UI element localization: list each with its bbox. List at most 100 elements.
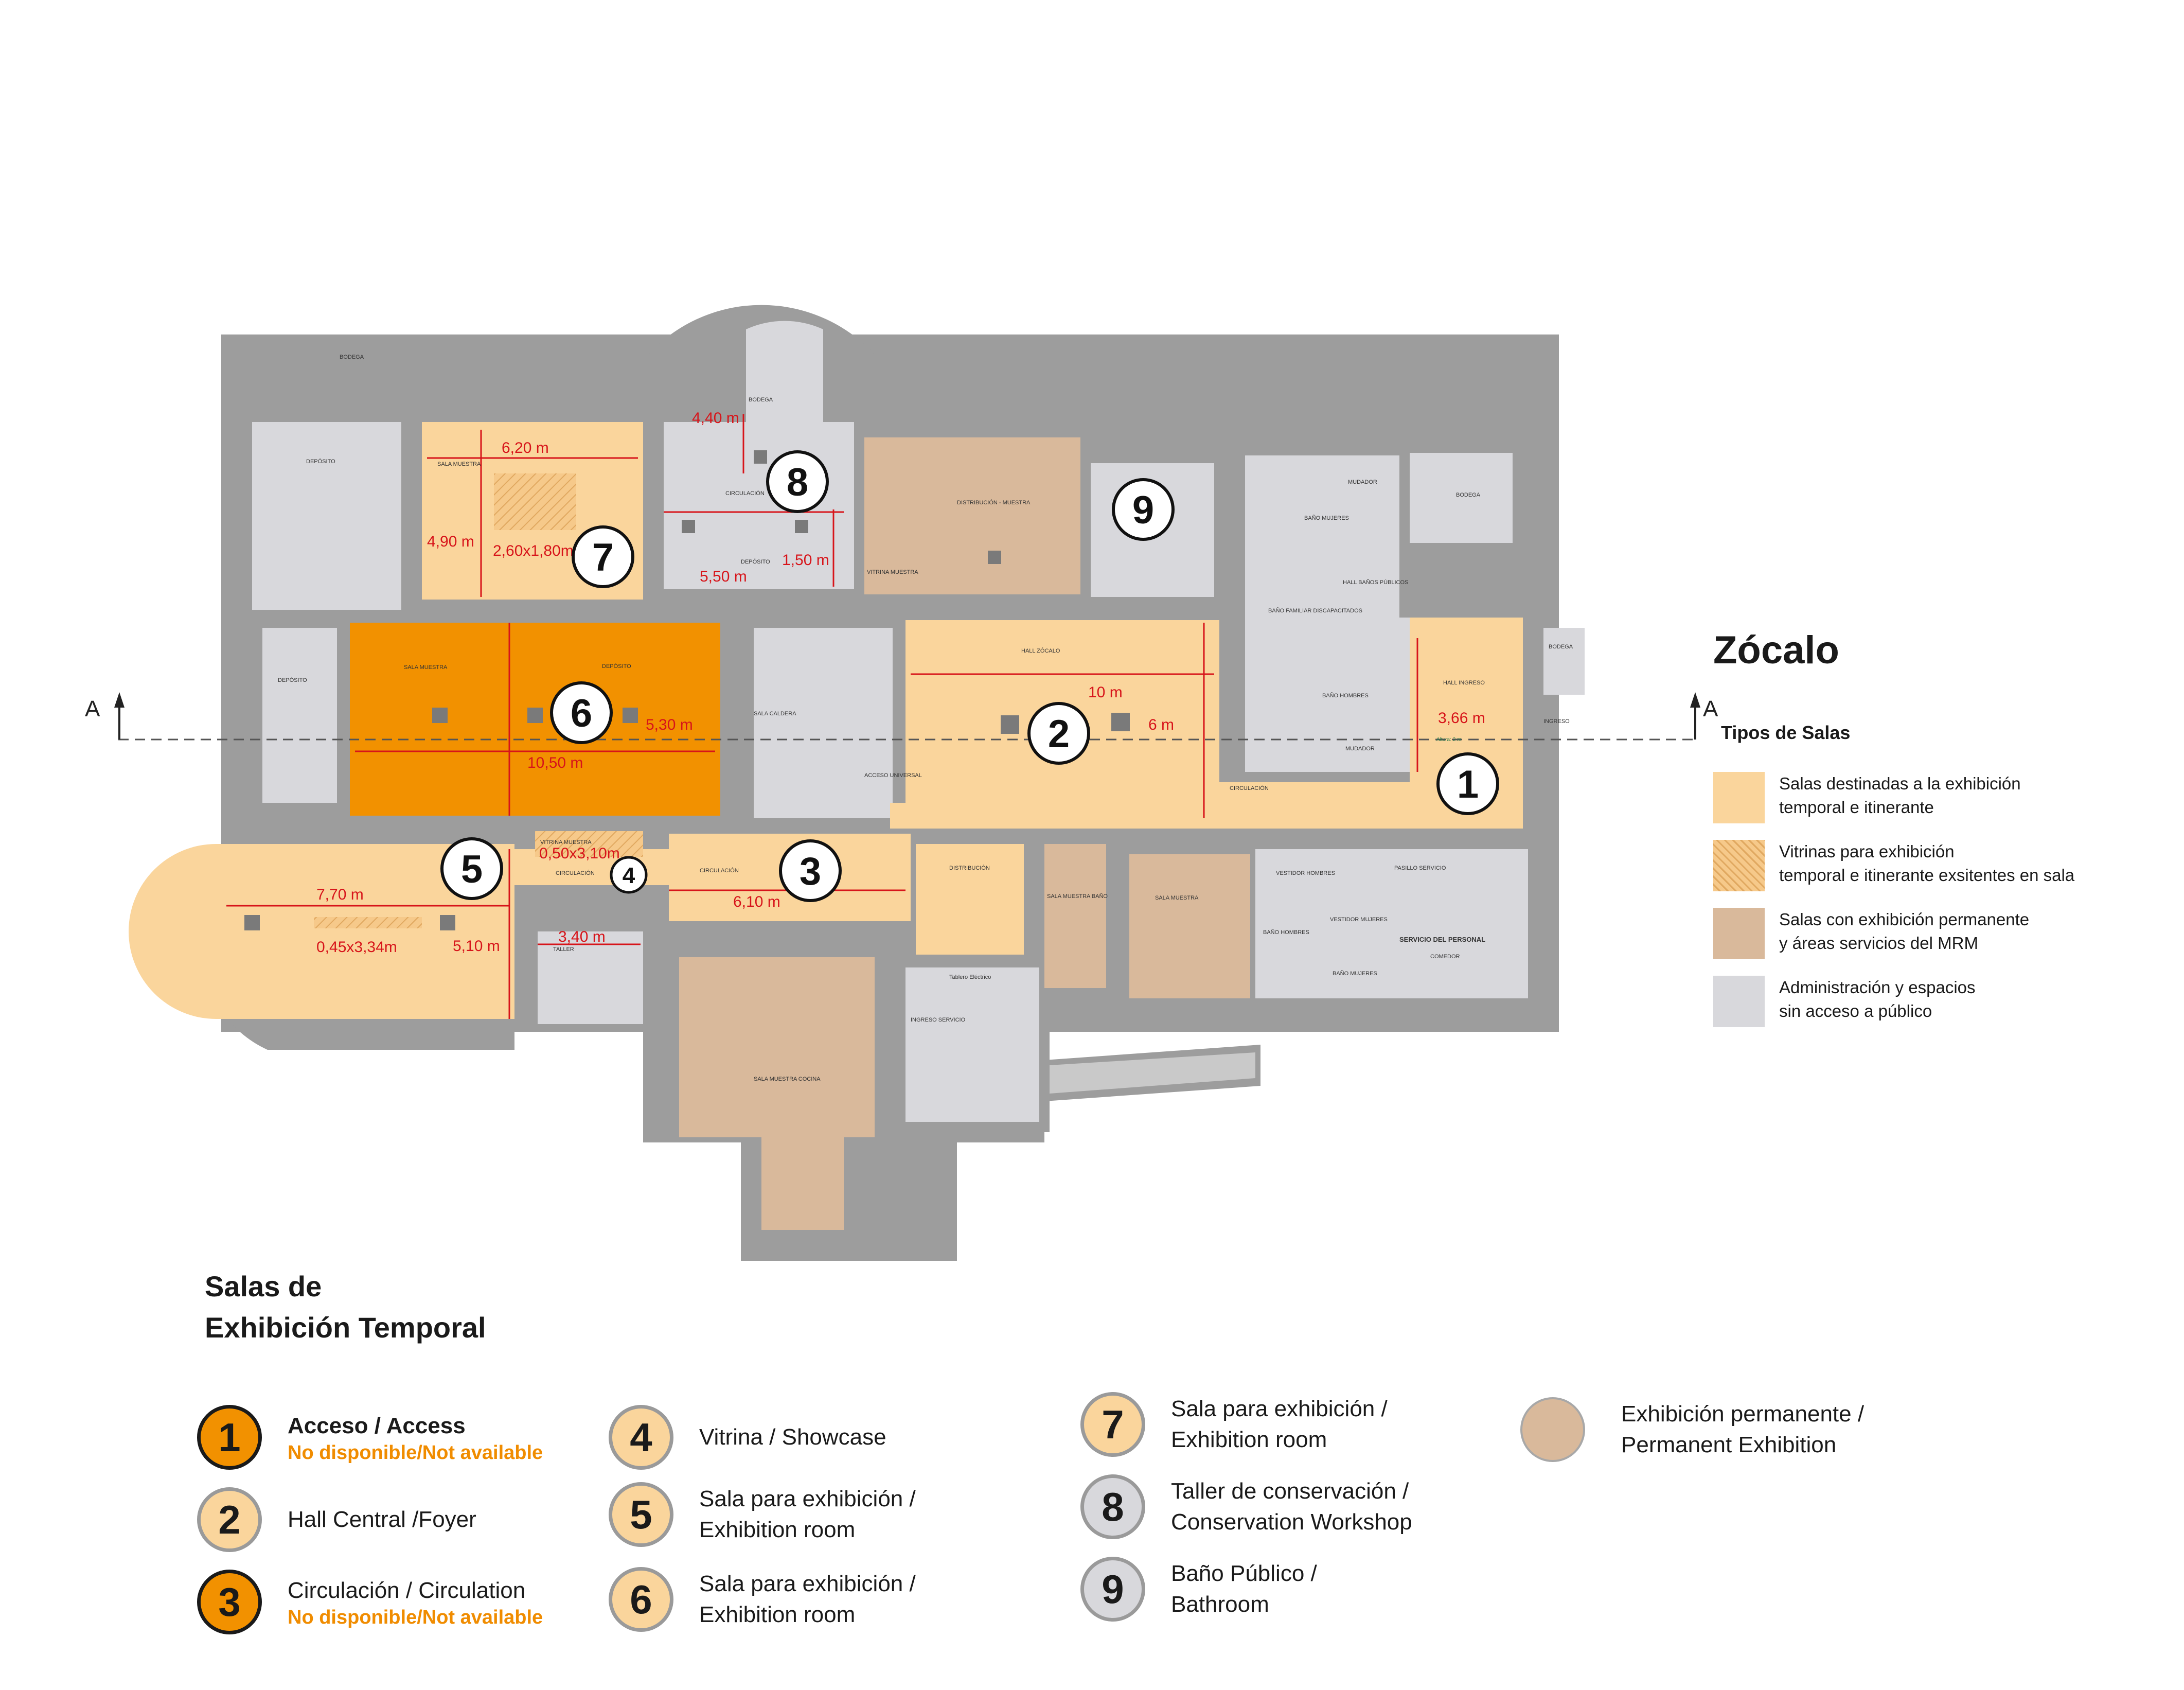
legend-badge: 8 xyxy=(1080,1474,1145,1539)
dimension-label: 0,45x3,34m xyxy=(316,939,397,956)
legend-text: Baño Público / xyxy=(1171,1561,1317,1586)
room-label: Tablero Eléctrico xyxy=(949,974,991,980)
room-number: 3 xyxy=(800,850,821,893)
room-label: BAÑO HOMBRES xyxy=(1322,692,1369,699)
section-line xyxy=(114,692,1700,741)
dimension-label: 5,50 m xyxy=(700,568,747,585)
room-label: INGRESO xyxy=(1543,718,1570,725)
dimension-label: 10 m xyxy=(1088,684,1123,701)
admin-swatch xyxy=(1713,976,1765,1027)
temporal-swatch xyxy=(1713,772,1765,823)
showcase-swatch xyxy=(1713,840,1765,891)
room-label: HALL INGRESO xyxy=(1443,680,1485,686)
legend-text: Sala para exhibición / xyxy=(699,1571,916,1596)
legend-badge: 7 xyxy=(1080,1392,1145,1457)
dimension-label: 5,30 m xyxy=(646,716,693,733)
legend-text: Exhibition room xyxy=(699,1602,856,1627)
room-label: ACCESO UNIVERSAL xyxy=(864,772,922,779)
room-label: VESTIDOR MUJERES xyxy=(1330,917,1388,923)
legend-badge: 2 xyxy=(197,1487,262,1552)
dimension-label: 3,40 m xyxy=(558,928,606,945)
room-label: SALA MUESTRA xyxy=(437,461,481,467)
room-label: BODEGA xyxy=(1549,644,1573,650)
room-number: 7 xyxy=(592,536,614,579)
room-label: DEPÓSITO xyxy=(306,458,335,465)
legend-badge: 3 xyxy=(197,1570,262,1634)
room-number: 4 xyxy=(623,863,635,888)
permanent-rooms xyxy=(679,437,1250,1230)
legend-not-available: No disponible/Not available xyxy=(288,1442,543,1464)
room-label: VESTIDOR HOMBRES xyxy=(1276,870,1335,876)
room-label: BAÑO FAMILIAR DISCAPACITADOS xyxy=(1268,607,1362,614)
room-label: DEPÓSITO xyxy=(602,663,631,670)
room-label: VITRINA MUESTRA xyxy=(867,569,918,575)
room-label: VITRINA MUESTRA xyxy=(540,839,592,846)
legend-text: Exhibition room xyxy=(1171,1427,1327,1452)
level-title: Zócalo xyxy=(1713,628,1839,672)
room-type-label: Salas destinadas a la exhibición tempora… xyxy=(1779,774,2021,817)
room-label: DEPÓSITO xyxy=(741,558,770,565)
legend-item-1: 1 Acceso / Access No disponible/Not avai… xyxy=(197,1405,543,1470)
legend-text: Taller de conservación / xyxy=(1171,1478,1409,1504)
room-number: 2 xyxy=(1048,712,1070,756)
section-marker-left: A xyxy=(85,696,100,721)
room-label: CIRCULACIÓN xyxy=(556,870,595,876)
room-label: CIRCULACIÓN xyxy=(1230,785,1269,791)
dimension-label: 7,70 m xyxy=(316,886,364,903)
dimension-label: 6,10 m xyxy=(733,893,780,910)
room-label: SALA MUESTRA COCINA xyxy=(754,1076,821,1082)
room-label: BAÑO MUJERES xyxy=(1304,515,1349,521)
legend-title-line1: Salas de xyxy=(205,1270,322,1302)
legend-text: Vitrina / Showcase xyxy=(699,1424,886,1450)
room-label: BODEGA xyxy=(340,354,364,360)
legend-badge: 9 xyxy=(1080,1557,1145,1622)
room-label: BODEGA xyxy=(1456,492,1481,498)
ramp-surface xyxy=(1050,1052,1255,1094)
room-label: HALL BAÑOS PÚBLICOS xyxy=(1343,579,1408,586)
room-label: CIRCULACIÓN xyxy=(700,867,739,874)
room-type-admin: Administración y espacios sin acceso a p… xyxy=(1713,976,1976,1027)
dimension-label: 0,50x3,10m xyxy=(539,845,620,862)
legend-text: Conservation Workshop xyxy=(1171,1509,1412,1535)
legend-text: Acceso / Access xyxy=(288,1413,466,1438)
room-number: 5 xyxy=(461,848,483,891)
legend-item-3: 3 Circulación / Circulation No disponibl… xyxy=(197,1570,543,1634)
room-label: MUDADOR xyxy=(1345,746,1375,752)
legend-item-8: 8 Taller de conservación / Conservation … xyxy=(1080,1474,1412,1539)
legend-item-2: 2 Hall Central /Foyer xyxy=(197,1487,476,1552)
room-label: Altura: 2 m xyxy=(1436,737,1461,743)
dimension-label: 2,60x1,80m xyxy=(493,542,574,559)
showcases xyxy=(314,473,643,928)
room-number: 1 xyxy=(1457,763,1479,806)
room-label: COMEDOR xyxy=(1430,954,1460,960)
room-label: MUDADOR xyxy=(1348,479,1377,485)
legend-item-6: 6 Sala para exhibición / Exhibition room xyxy=(609,1567,916,1632)
room-label: SALA CALDERA xyxy=(754,711,796,717)
legend-text: Circulación / Circulation xyxy=(288,1578,526,1603)
room-type-showcase: Vitrinas para exhibición temporal e itin… xyxy=(1713,840,2074,891)
room-type-label: Administración y espacios sin acceso a p… xyxy=(1779,978,1976,1020)
room-label: SALA MUESTRA xyxy=(1155,895,1199,901)
dimension-label: 6 m xyxy=(1148,716,1174,733)
room-label: PASILLO SERVICIO xyxy=(1394,865,1446,871)
legend-item-4: 4 Vitrina / Showcase xyxy=(609,1405,886,1470)
room-type-label: Salas con exhibición permanente y áreas … xyxy=(1779,910,2030,953)
legend-title: Salas de Exhibición Temporal xyxy=(205,1266,486,1348)
room-label: INGRESO SERVICIO xyxy=(911,1017,966,1023)
legend-badge: 6 xyxy=(609,1567,673,1632)
room-label: DISTRIBUCIÓN xyxy=(949,865,990,871)
legend-badge: 1 xyxy=(197,1405,262,1470)
dimension-label: 1,50 m xyxy=(782,552,829,569)
section-marker-right: A xyxy=(1703,696,1718,721)
room-number-labels: 1 2 3 4 5 6 7 8 9 xyxy=(461,461,1479,893)
room-type-label: Vitrinas para exhibición temporal e itin… xyxy=(1779,842,2075,885)
room-label: SALA MUESTRA xyxy=(404,664,448,671)
dimension-label: 3,66 m xyxy=(1438,710,1485,727)
room-number: 8 xyxy=(787,461,808,504)
dimension-label: 5,10 m xyxy=(453,938,500,955)
legend-item-7: 7 Sala para exhibición / Exhibition room xyxy=(1080,1392,1388,1457)
dimension-label: 6,20 m xyxy=(502,439,549,456)
room-type-permanent: Salas con exhibición permanente y áreas … xyxy=(1713,908,2029,959)
